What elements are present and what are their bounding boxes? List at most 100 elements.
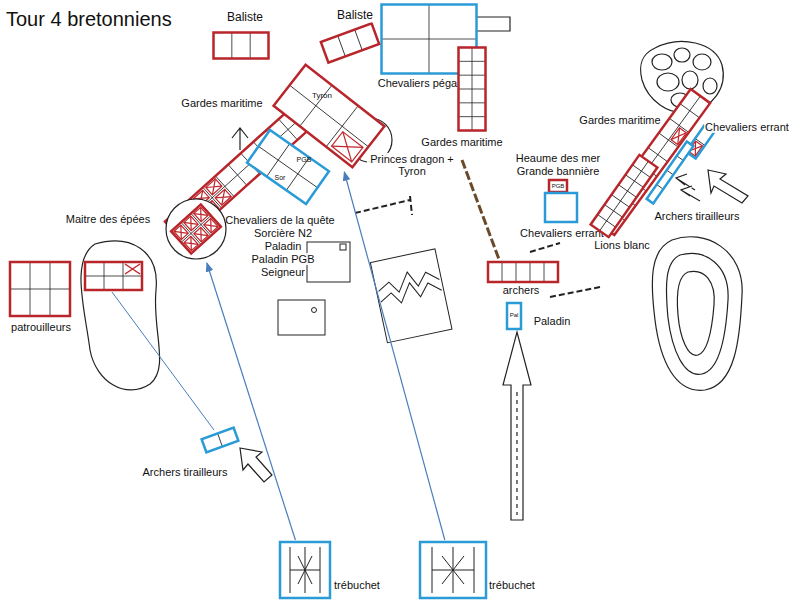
unit-label: Gardes maritime bbox=[420, 136, 503, 148]
hill-left bbox=[81, 241, 160, 390]
unit-label: Gardes maritime bbox=[180, 97, 263, 109]
unit-block: patrouilleurs bbox=[10, 262, 70, 316]
unit-outline bbox=[280, 542, 330, 598]
wall bbox=[550, 287, 600, 297]
enemy-unit bbox=[85, 276, 142, 277]
unit-outline bbox=[214, 33, 269, 59]
unit-outline bbox=[10, 262, 70, 316]
unit-outline bbox=[166, 199, 226, 259]
unit-marker: Tyron bbox=[312, 92, 332, 101]
unit-outline bbox=[321, 23, 379, 62]
unit-label: Maitre des épées bbox=[65, 213, 151, 225]
wall bbox=[355, 200, 410, 213]
unit-outline bbox=[459, 75, 486, 76]
unit-outline bbox=[488, 262, 558, 282]
unit-label: trébuchet bbox=[333, 579, 381, 591]
unit-block: Baliste bbox=[213, 32, 269, 59]
unit-outline bbox=[247, 130, 329, 204]
unit-outline bbox=[10, 289, 70, 290]
unit-outline bbox=[259, 146, 318, 187]
rock-cluster bbox=[693, 54, 711, 70]
movement-arrow bbox=[676, 174, 695, 190]
unit-outline bbox=[218, 433, 223, 446]
unit-outline bbox=[214, 33, 269, 59]
unit-marker: Sor bbox=[275, 174, 286, 182]
unit-block: Lions blanc bbox=[596, 160, 660, 232]
unit-label: Gardes maritime bbox=[578, 114, 661, 126]
unit-outline bbox=[488, 262, 558, 282]
hill-right bbox=[652, 237, 742, 391]
movement-arrow bbox=[232, 9, 748, 520]
unit-outline bbox=[591, 155, 658, 237]
unit-outline bbox=[507, 303, 521, 329]
building bbox=[312, 308, 317, 313]
rock-cluster bbox=[657, 73, 679, 91]
unit-outline bbox=[432, 547, 474, 593]
unit-marker: Pal bbox=[510, 312, 519, 319]
enemy-unit bbox=[85, 262, 142, 290]
unit-outline bbox=[458, 47, 486, 131]
unit-block: PGBHeaume des merGrande bannière bbox=[549, 180, 567, 192]
unit-outline bbox=[459, 48, 486, 131]
unit-label: Paladin bbox=[264, 240, 303, 252]
unit-outline bbox=[321, 23, 379, 62]
river-tile bbox=[370, 249, 452, 343]
unit-outline bbox=[248, 132, 328, 202]
unit-label: Grande bannière bbox=[516, 165, 601, 177]
unit-outline bbox=[420, 542, 486, 598]
unit-label: Archers tirailleurs bbox=[654, 210, 741, 222]
unit-outline bbox=[488, 262, 558, 282]
hill-right bbox=[666, 253, 728, 374]
rock-cluster bbox=[652, 54, 672, 70]
unit-label: Lions blanc bbox=[593, 239, 651, 251]
unit-label: Chevaliers errant bbox=[704, 121, 790, 133]
unit-outline bbox=[488, 262, 558, 282]
unit-outline bbox=[320, 22, 380, 64]
unit-label: Baliste bbox=[226, 11, 264, 24]
fence bbox=[462, 160, 500, 262]
unit-outline bbox=[459, 48, 486, 131]
unit-label: Chevaliers errant bbox=[519, 227, 605, 239]
rock-cluster bbox=[674, 48, 690, 62]
unit-outline bbox=[332, 132, 363, 162]
unit-outline bbox=[171, 204, 221, 253]
shooting-line bbox=[207, 263, 296, 540]
unit-outline bbox=[516, 262, 517, 282]
unit-outline bbox=[10, 262, 70, 316]
unit-outline bbox=[250, 33, 251, 59]
unit-block: Chevaliers errant bbox=[545, 193, 577, 222]
shooting-line bbox=[112, 292, 214, 430]
unit-outline bbox=[10, 262, 70, 316]
unit-outline bbox=[671, 128, 686, 145]
unit-outline bbox=[247, 130, 329, 204]
unit-label: archers bbox=[502, 284, 541, 296]
unit-outline bbox=[290, 85, 369, 147]
unit-outline bbox=[545, 193, 577, 222]
unit-block: trébuchet bbox=[420, 542, 486, 598]
building bbox=[278, 300, 325, 335]
unit-outline bbox=[502, 262, 503, 282]
unit-marker: PGB bbox=[297, 156, 312, 164]
unit-label: Heaume des mer bbox=[515, 152, 601, 164]
unit-outline bbox=[202, 428, 239, 453]
shooting-line bbox=[112, 292, 214, 430]
movement-arrow bbox=[503, 332, 531, 520]
unit-outline bbox=[545, 193, 577, 222]
map-title: Tour 4 bretonniens bbox=[6, 8, 172, 31]
unit-outline bbox=[507, 303, 521, 329]
unit-block: trébuchet bbox=[280, 542, 330, 598]
unit-label: Seigneur bbox=[260, 266, 306, 278]
unit-outline bbox=[202, 428, 239, 453]
unit-outline bbox=[591, 155, 658, 237]
movement-arrow bbox=[232, 128, 248, 150]
unit-outline bbox=[671, 128, 686, 145]
enemy-unit bbox=[85, 262, 142, 290]
unit-block: Gardes maritime bbox=[458, 47, 486, 131]
unit-outline bbox=[549, 180, 567, 192]
unit-outline bbox=[600, 161, 649, 231]
unit-outline bbox=[459, 48, 486, 131]
unit-marker: PGB bbox=[552, 183, 565, 190]
unit-outline bbox=[338, 36, 346, 57]
